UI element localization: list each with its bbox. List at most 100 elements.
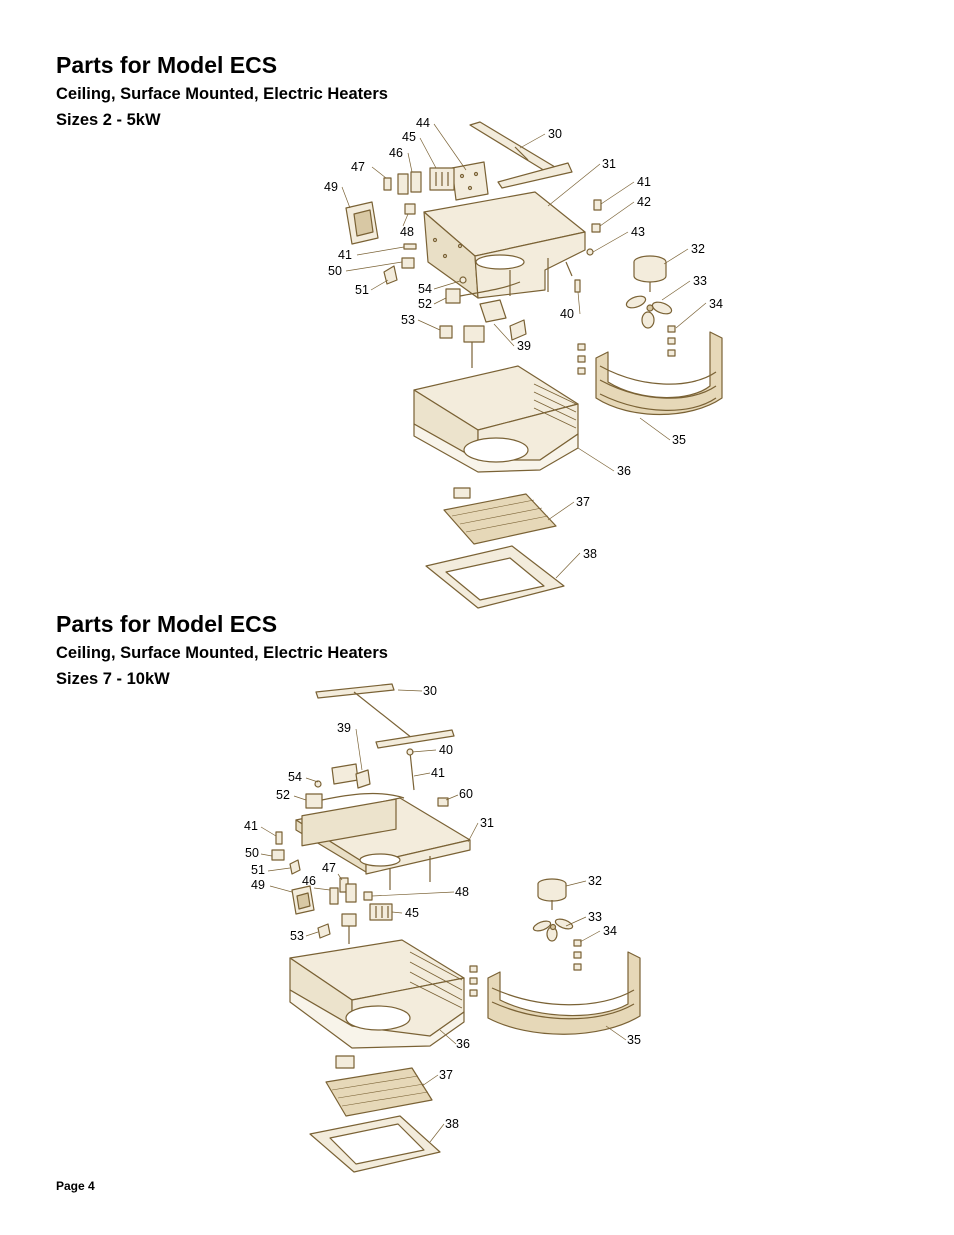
callout-2-45: 45 xyxy=(405,906,419,920)
callout-1-35: 35 xyxy=(672,433,686,447)
section-1-title: Parts for Model ECS xyxy=(56,52,278,78)
rod-40-41 xyxy=(410,752,414,790)
fan-blade-33 xyxy=(625,294,673,328)
switch-46-b xyxy=(330,888,338,904)
callout-1-32: 32 xyxy=(691,242,705,256)
part-41-left xyxy=(404,244,416,249)
terminal-block-45 xyxy=(430,168,454,190)
section-2-title: Parts for Model ECS xyxy=(56,611,278,637)
leader-lines-2 xyxy=(260,689,627,1143)
callout-2-31: 31 xyxy=(480,816,494,830)
part-41 xyxy=(594,200,601,210)
section-1-subtitle: Ceiling, Surface Mounted, Electric Heate… xyxy=(56,85,388,103)
part-48-b xyxy=(364,892,372,900)
part-41-b-left xyxy=(276,832,282,844)
part-42 xyxy=(592,224,600,232)
terminal-board-44 xyxy=(452,162,488,200)
section-1-size: Sizes 2 - 5kW xyxy=(56,111,161,129)
callout-2-54: 54 xyxy=(288,770,302,784)
callout-1-33: 33 xyxy=(693,274,707,288)
callout-2-33: 33 xyxy=(588,910,602,924)
part-54-b xyxy=(315,781,321,787)
callout-1-30: 30 xyxy=(548,127,562,141)
control-box-39-b xyxy=(332,764,370,788)
callout-1-31: 31 xyxy=(602,157,616,171)
leader-lines-1 xyxy=(341,123,707,579)
callout-2-49: 49 xyxy=(251,878,265,892)
callout-2-40: 40 xyxy=(439,743,453,757)
callout-1-41-right: 41 xyxy=(637,175,651,189)
motor-32 xyxy=(634,256,666,292)
callout-1-36: 36 xyxy=(617,464,631,478)
callout-1-43: 43 xyxy=(631,225,645,239)
callout-1-45: 45 xyxy=(402,130,416,144)
callout-1-41-left: 41 xyxy=(338,248,352,262)
callout-1-46: 46 xyxy=(389,146,403,160)
part-51-b xyxy=(290,860,300,874)
callout-2-46: 46 xyxy=(302,874,316,888)
section-2-subtitle: Ceiling, Surface Mounted, Electric Heate… xyxy=(56,644,388,662)
switch-47b xyxy=(346,884,356,902)
callout-1-49: 49 xyxy=(324,180,338,194)
callout-2-35: 35 xyxy=(627,1033,641,1047)
part-52-b xyxy=(306,794,322,808)
callout-2-38: 38 xyxy=(445,1117,459,1131)
callout-1-50: 50 xyxy=(328,264,342,278)
callout-2-60: 60 xyxy=(459,787,473,801)
thermostat-49-b xyxy=(292,886,314,914)
motor-32-b xyxy=(538,879,566,910)
bezel-38-b xyxy=(310,1116,440,1172)
callout-2-41-left: 41 xyxy=(244,819,258,833)
callout-1-54: 54 xyxy=(418,282,432,296)
part-50 xyxy=(402,258,414,268)
callout-2-47: 47 xyxy=(322,861,336,875)
callout-2-32: 32 xyxy=(588,874,602,888)
callout-1-44: 44 xyxy=(416,116,430,130)
callout-2-50: 50 xyxy=(245,846,259,860)
clips-34 xyxy=(578,326,675,374)
mounting-bar-30-b xyxy=(316,684,454,748)
callout-2-34: 34 xyxy=(603,924,617,938)
callout-2-53: 53 xyxy=(290,929,304,943)
part-54 xyxy=(460,277,466,283)
relay-48 xyxy=(405,204,415,214)
part-60 xyxy=(438,798,448,806)
grille-37 xyxy=(444,488,556,544)
part-53 xyxy=(440,326,452,338)
clips-34-b xyxy=(470,940,581,996)
callout-1-37: 37 xyxy=(576,495,590,509)
part-51 xyxy=(384,266,397,284)
heating-element-35-b xyxy=(488,952,640,1034)
callout-1-51: 51 xyxy=(355,283,369,297)
terminal-block-45-b xyxy=(370,904,392,920)
switches-46-47 xyxy=(384,172,421,194)
control-box-39 xyxy=(464,300,526,368)
callout-1-40: 40 xyxy=(560,307,574,321)
callout-2-51: 51 xyxy=(251,863,265,877)
chassis-31-b xyxy=(296,798,470,890)
chassis-31 xyxy=(424,192,585,298)
part-50-b xyxy=(272,850,284,860)
callout-2-41-top: 41 xyxy=(431,766,445,780)
callout-2-52: 52 xyxy=(276,788,290,802)
grille-37-b xyxy=(326,1056,432,1116)
housing-36-b xyxy=(290,940,464,1048)
callout-2-39: 39 xyxy=(337,721,351,735)
callout-2-37: 37 xyxy=(439,1068,453,1082)
callout-1-48: 48 xyxy=(400,225,414,239)
callout-1-53: 53 xyxy=(401,313,415,327)
callout-1-47: 47 xyxy=(351,160,365,174)
part-40 xyxy=(575,280,580,292)
bezel-38 xyxy=(426,546,564,608)
callout-1-34: 34 xyxy=(709,297,723,311)
part-40-rod xyxy=(566,262,572,276)
callout-2-48: 48 xyxy=(455,885,469,899)
callout-1-38: 38 xyxy=(583,547,597,561)
mounting-bar-30 xyxy=(470,122,572,188)
callout-2-30: 30 xyxy=(423,684,437,698)
part-53-b xyxy=(342,914,356,926)
callout-2-36: 36 xyxy=(456,1037,470,1051)
